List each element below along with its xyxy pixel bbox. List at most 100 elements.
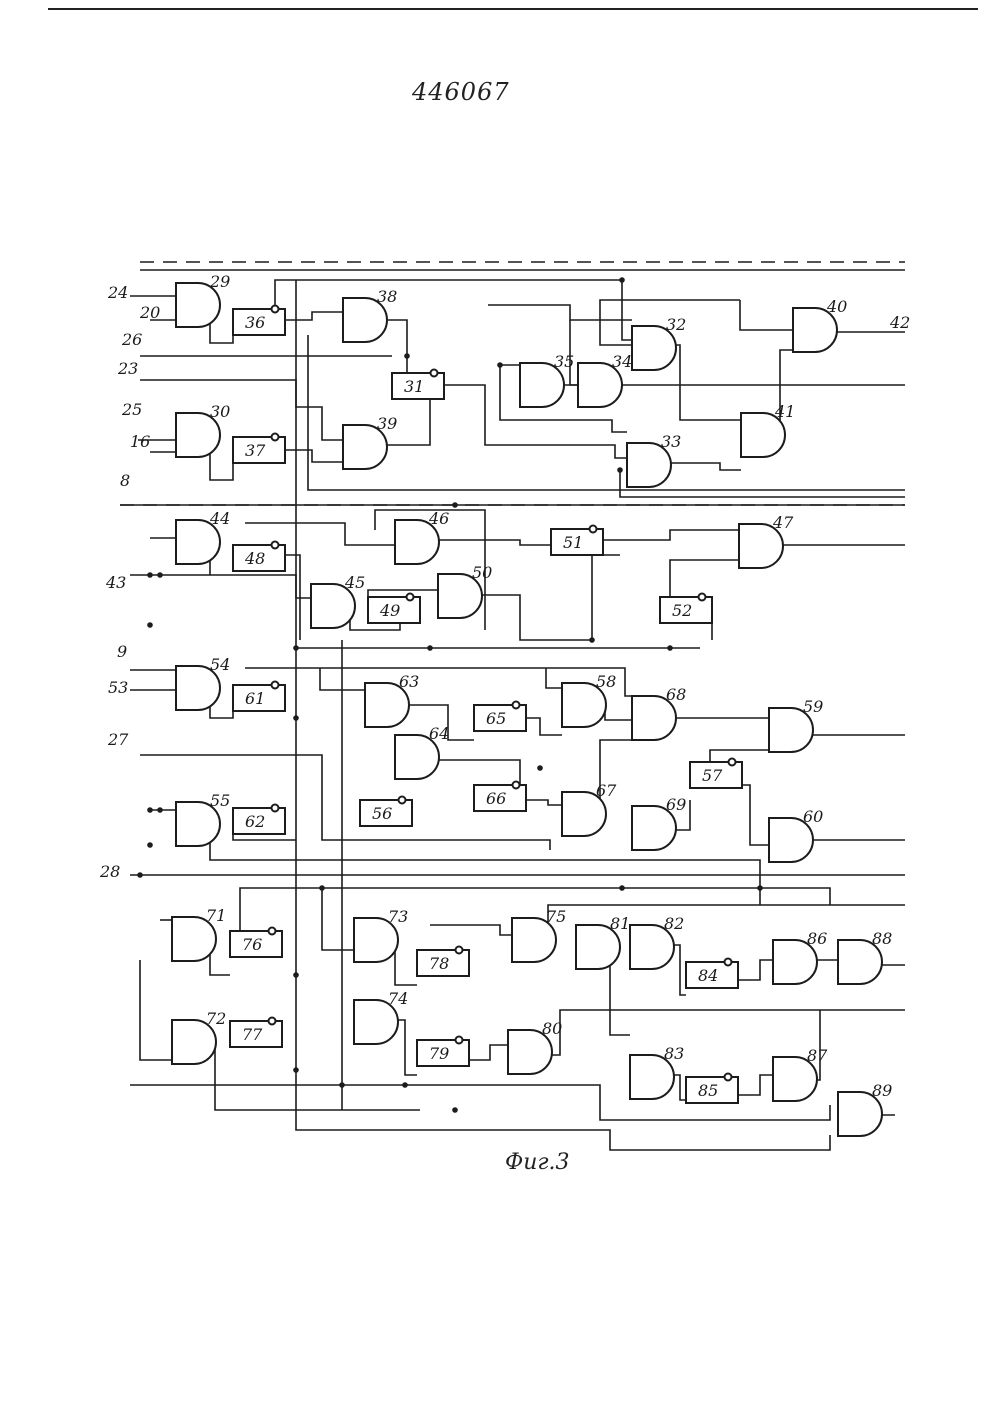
input-label-20: 20 [139,303,160,322]
inversion-bubble [272,306,279,313]
and-gate-30: 30 [176,402,230,457]
inverter-block-48: 48 [233,542,285,572]
and-gate-33: 33 [627,432,681,487]
input-label-16: 16 [130,432,150,451]
gate-label: 60 [803,807,823,826]
wire [322,888,354,950]
junction-dot [402,1082,408,1088]
gate-label: 45 [344,573,365,592]
inverter-block-49: 49 [368,594,420,624]
gate-label: 47 [772,513,794,532]
and-gate-55: 55 [176,791,230,846]
inverter-block-37: 37 [233,434,285,464]
and-gate-59: 59 [769,697,823,752]
wire [710,750,769,762]
junction-dot [404,353,410,359]
block-label: 56 [372,804,392,823]
and-gate-41: 41 [741,402,795,457]
wire [742,785,769,845]
and-gate-64: 64 [395,724,449,779]
and-gate-74: 74 [354,989,408,1044]
gate-label: 68 [666,685,686,704]
wire [526,718,562,735]
junction-dot [293,715,299,721]
and-gate-68: 68 [632,685,686,740]
wire [526,800,562,805]
gate-label: 74 [388,989,408,1008]
input-label-53: 53 [108,678,128,697]
gate-label: 50 [472,563,492,582]
inversion-bubble [272,542,279,549]
inverter-block-79: 79 [417,1037,469,1067]
inversion-bubble [272,682,279,689]
gate-label: 41 [774,402,795,421]
and-gate-82: 82 [630,914,684,969]
and-gate-46: 46 [395,509,449,564]
junction-dot [427,645,433,651]
block-label: 49 [379,601,400,620]
and-gate-35: 35 [520,352,574,407]
wire [592,555,620,640]
gate-label: 63 [399,672,419,691]
and-gate-40: 40 [793,297,847,352]
gate-label: 83 [664,1044,684,1063]
gate-label: 44 [209,509,230,528]
inversion-bubble [729,759,736,766]
gate-label: 71 [206,906,226,925]
wire [285,312,343,320]
inversion-bubble [699,594,706,601]
wire [275,280,632,340]
block-label: 51 [563,533,583,552]
block-label: 31 [404,377,424,396]
and-gate-73: 73 [354,907,408,962]
and-gate-44: 44 [176,509,230,564]
inverter-block-57: 57 [690,759,742,789]
wire [245,523,395,545]
and-gate-71: 71 [172,906,226,961]
gate-label: 80 [542,1019,562,1038]
wire [488,305,632,320]
figure-caption: Фиг.3 [505,1150,570,1175]
junction-dot [293,972,299,978]
gate-label: 89 [872,1081,892,1100]
block-label: 76 [242,935,262,954]
block-label: 85 [698,1081,718,1100]
block-label: 79 [429,1044,449,1063]
inversion-bubble [513,782,520,789]
wire [603,530,739,540]
and-gate-47: 47 [739,513,794,568]
junction-dot [147,807,153,813]
wire [194,1045,420,1110]
input-label-24: 24 [107,283,128,302]
wire [740,300,793,330]
block-label: 78 [429,954,449,973]
and-gate-80: 80 [508,1019,562,1074]
and-gate-75: 75 [512,907,566,962]
inverter-block-36: 36 [233,306,285,336]
inversion-bubble [725,959,732,966]
junction-dot [619,277,625,283]
inversion-bubble [269,1018,276,1025]
block-label: 52 [672,601,692,620]
input-label-28: 28 [99,862,120,881]
gate-label: 88 [872,929,892,948]
block-label: 84 [698,966,718,985]
inversion-bubble [399,797,406,804]
inverter-block-84: 84 [686,959,738,989]
inversion-bubble [456,947,463,954]
gate-label: 58 [596,672,616,691]
gate-label: 54 [210,655,230,674]
input-label-25: 25 [121,400,142,419]
and-gate-83: 83 [630,1044,684,1099]
gate-label: 75 [546,907,566,926]
and-gate-67: 67 [562,781,617,836]
gate-label: 69 [666,795,686,814]
input-label-9: 9 [117,642,127,661]
inversion-bubble [456,1037,463,1044]
inversion-bubble [272,805,279,812]
and-gate-72: 72 [172,1009,226,1064]
junction-dot [293,1067,299,1073]
wire [530,1010,905,1055]
and-gate-81: 81 [576,914,630,969]
